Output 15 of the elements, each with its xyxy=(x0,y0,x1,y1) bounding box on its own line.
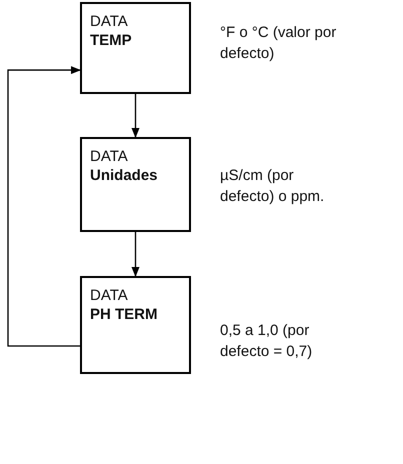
box-heading: DATA xyxy=(90,12,128,31)
arrow xyxy=(132,232,140,277)
note-text: 0,5 a 1,0 (por defecto = 0,7) xyxy=(220,321,314,362)
arrow xyxy=(7,66,81,347)
box-heading: DATA xyxy=(90,147,128,166)
box-heading: DATA xyxy=(90,286,128,305)
arrow xyxy=(132,94,140,138)
box-title: TEMP xyxy=(90,31,132,50)
note-text: °F o °C (valor por defecto) xyxy=(220,23,338,64)
process-box xyxy=(80,137,191,232)
note-text: µS/cm (por defecto) o ppm. xyxy=(220,166,326,207)
box-title: PH TERM xyxy=(90,305,158,324)
box-title: Unidades xyxy=(90,166,158,185)
process-box xyxy=(80,2,191,94)
process-box xyxy=(80,276,191,374)
